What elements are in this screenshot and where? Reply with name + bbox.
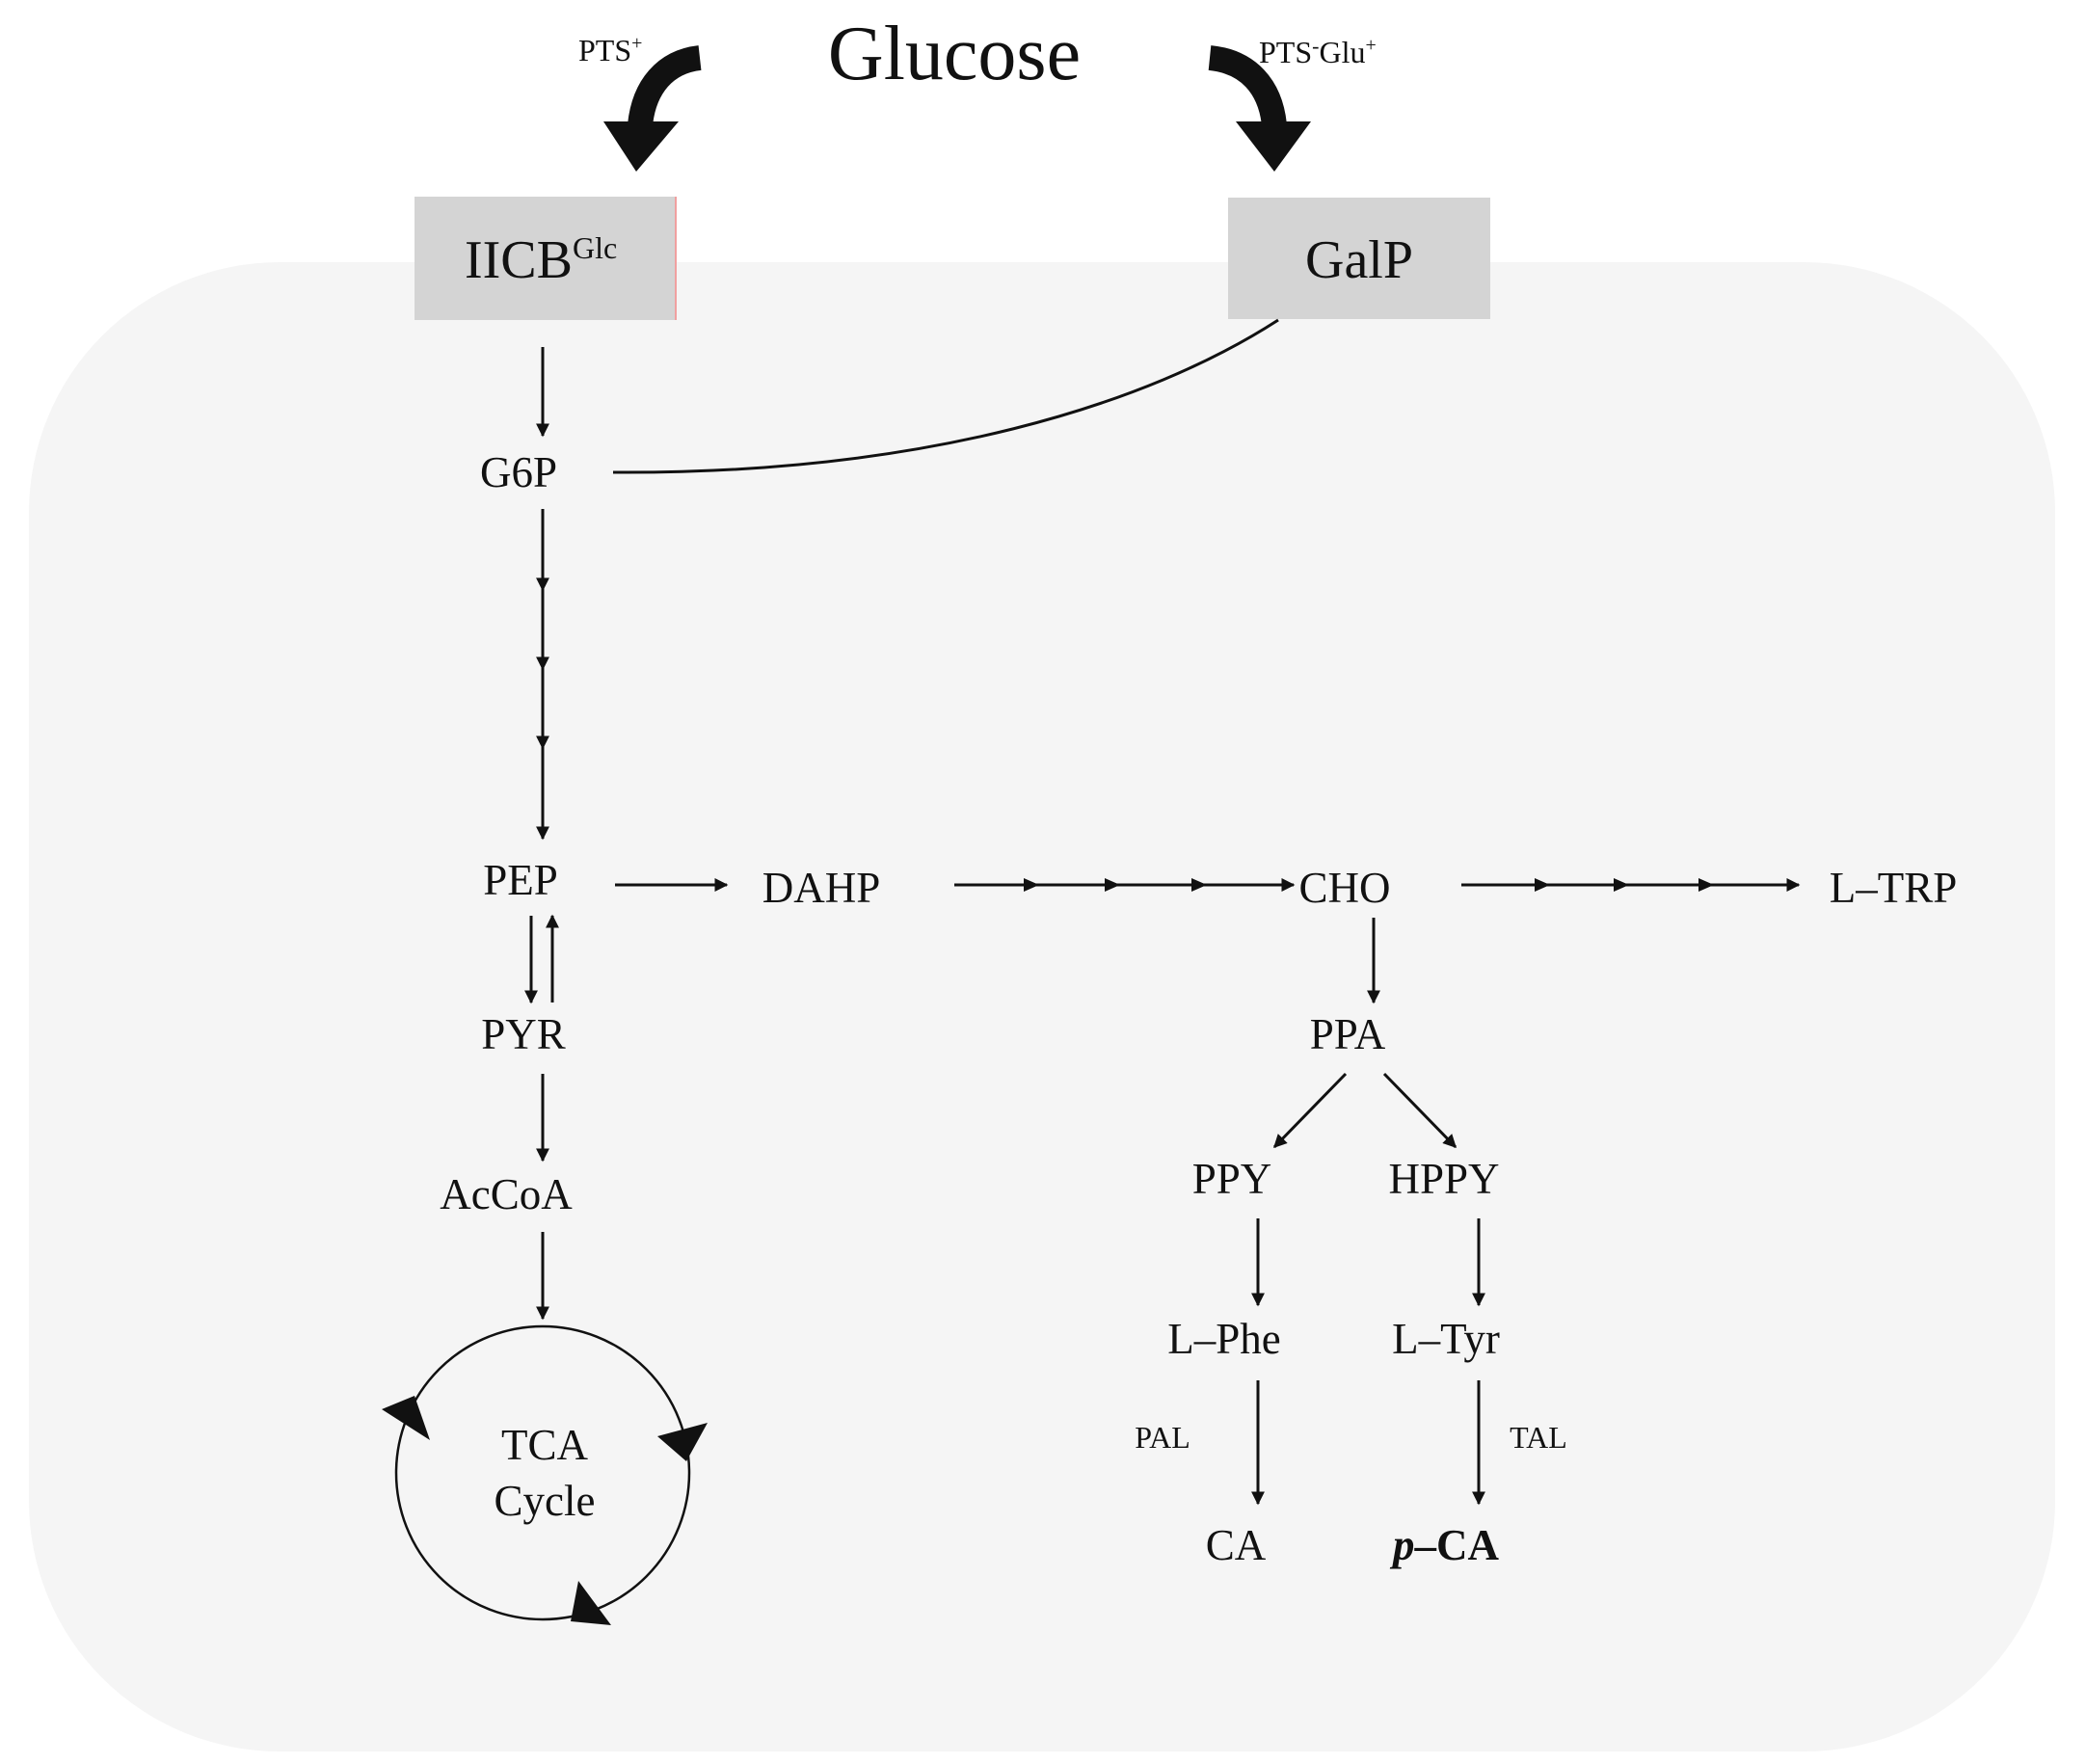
pts-plus-main: PTS bbox=[578, 33, 631, 67]
pts-curved-arrow-icon bbox=[603, 45, 703, 172]
metabolite-ltrp: L–TRP bbox=[1830, 864, 1958, 912]
metabolite-ltyr: L–Tyr bbox=[1392, 1315, 1500, 1363]
pca-rest: –CA bbox=[1414, 1521, 1500, 1569]
pts-glu-sup: + bbox=[1365, 35, 1376, 56]
metabolite-pyr: PYR bbox=[481, 1010, 566, 1058]
pts-glu-plus-label: PTS-Glu+ bbox=[1259, 34, 1377, 69]
tca-cycle-circle bbox=[394, 1324, 691, 1621]
galp-curved-arrow-icon bbox=[1208, 45, 1311, 172]
metabolite-hppy: HPPY bbox=[1388, 1155, 1499, 1203]
metabolite-g6p: G6P bbox=[480, 448, 557, 496]
enzyme-tal: TAL bbox=[1510, 1420, 1567, 1455]
iicb-glc-box bbox=[415, 197, 677, 320]
galp-box bbox=[1228, 198, 1490, 319]
metabolite-ca: CA bbox=[1206, 1521, 1267, 1569]
arrow-dahp-cho bbox=[954, 878, 1296, 892]
galp-label: GalP bbox=[1305, 230, 1413, 290]
pts-plus-sup: + bbox=[631, 33, 642, 54]
pts-glu-dash: - bbox=[1312, 34, 1319, 58]
iicb-main: IICB bbox=[465, 230, 573, 290]
tca-label-line2: Cycle bbox=[495, 1477, 596, 1525]
pts-glu-main: PTS bbox=[1259, 35, 1312, 69]
arrow-ppa-hppy bbox=[1382, 1072, 1458, 1149]
tca-arrowhead-bottom-icon bbox=[571, 1581, 611, 1625]
arrow-ppa-ppy bbox=[1272, 1072, 1348, 1149]
metabolite-pca: p–CA bbox=[1389, 1521, 1499, 1569]
metabolite-dahp: DAHP bbox=[762, 864, 881, 912]
arrow-cho-ltrp bbox=[1461, 878, 1801, 892]
pca-prefix: p bbox=[1389, 1521, 1415, 1569]
pts-plus-label: PTS+ bbox=[578, 33, 642, 67]
iicb-sup: Glc bbox=[573, 230, 617, 265]
galp-to-g6p-curve bbox=[612, 318, 1279, 474]
glucose-title: Glucose bbox=[828, 12, 1081, 96]
pts-glu-tail: Glu bbox=[1319, 35, 1365, 69]
tca-label-line1: TCA bbox=[501, 1421, 589, 1469]
metabolite-pep: PEP bbox=[483, 856, 558, 904]
cell-body bbox=[29, 262, 2055, 1751]
metabolite-ppa: PPA bbox=[1310, 1010, 1386, 1058]
metabolite-ppy: PPY bbox=[1192, 1155, 1272, 1203]
enzyme-pal: PAL bbox=[1135, 1420, 1190, 1455]
iicb-glc-label: IICBGlc bbox=[465, 230, 617, 290]
metabolite-lphe: L–Phe bbox=[1167, 1315, 1281, 1363]
metabolite-accoa: AcCoA bbox=[440, 1170, 573, 1218]
tca-arrowhead-right-icon bbox=[657, 1423, 708, 1461]
tca-arrowhead-left-icon bbox=[382, 1396, 430, 1440]
metabolite-cho: CHO bbox=[1298, 864, 1390, 912]
